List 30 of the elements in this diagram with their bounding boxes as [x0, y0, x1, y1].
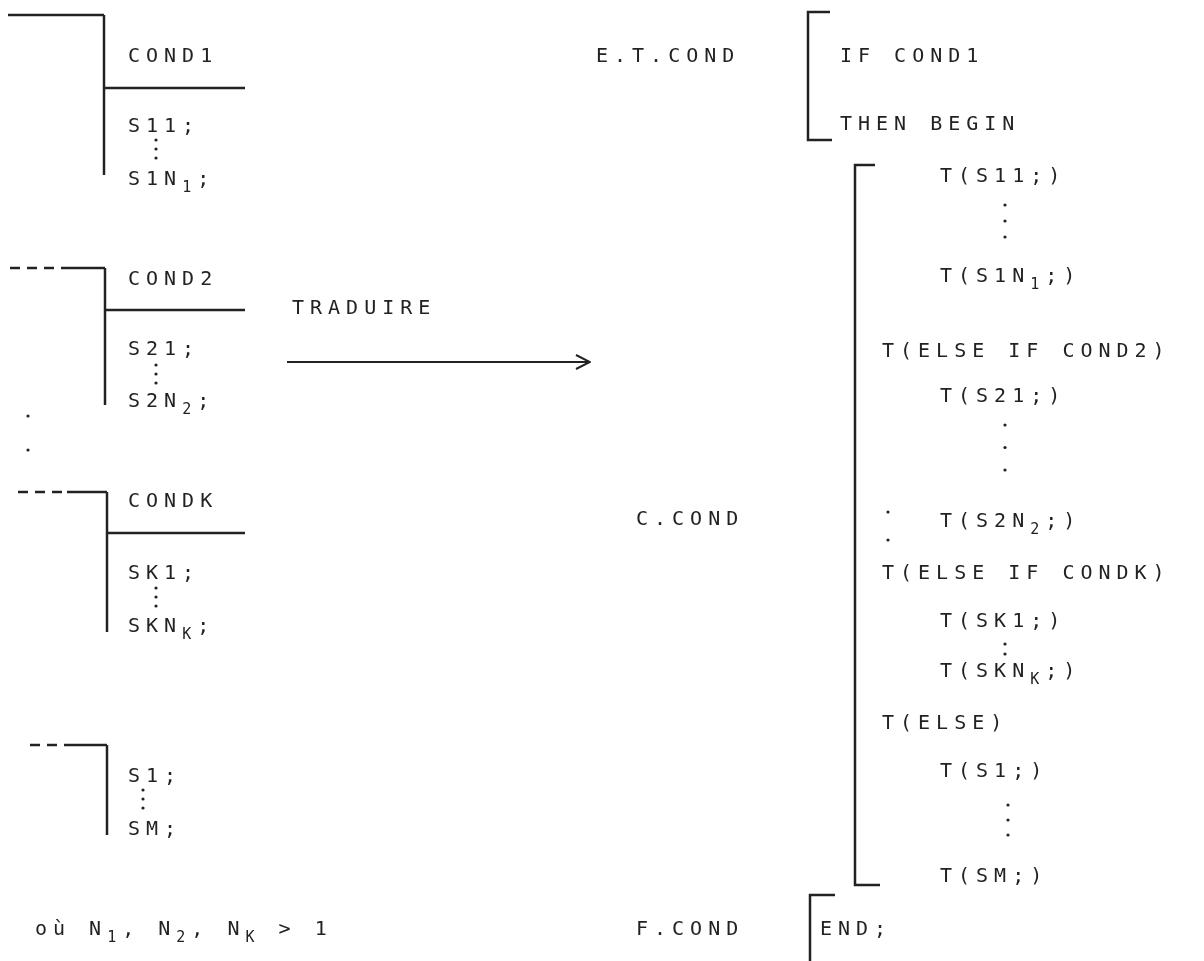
- section-label: F.COND: [636, 916, 745, 940]
- code-line: T(ELSE): [882, 710, 1009, 734]
- code-line: END;: [820, 916, 893, 940]
- statement-text: S11;: [128, 113, 201, 137]
- code-line: T(SK1;): [940, 608, 1067, 632]
- code-line: T(ELSE IF COND2): [882, 338, 1171, 362]
- code-line: T(SM;): [940, 863, 1049, 887]
- code-line: T(S11;): [940, 163, 1067, 187]
- statement-text: S1N$_{1}$;: [128, 166, 216, 190]
- code-line: THEN BEGIN: [840, 111, 1021, 135]
- code-line: T(S21;): [940, 383, 1067, 407]
- statement-text: S21;: [128, 336, 201, 360]
- condition-text: COND1: [128, 43, 219, 67]
- edge-label: TRADUIRE: [292, 295, 437, 319]
- code-line: T(SKN$_{K}$;): [940, 658, 1082, 682]
- section-label: E.T.COND: [596, 43, 741, 67]
- statement-text: SKN$_{K}$;: [128, 613, 216, 637]
- code-line: T(S2N$_{2}$;): [940, 508, 1082, 532]
- code-line: T(ELSE IF CONDK): [882, 560, 1171, 584]
- section-label: C.COND: [636, 506, 745, 530]
- statement-text: SK1;: [128, 560, 201, 584]
- note-text: où N$_{1}$, N$_{2}$, N$_{K}$ > 1: [35, 916, 333, 940]
- condition-text: CONDK: [128, 488, 219, 512]
- statement-text: S2N$_{2}$;: [128, 388, 216, 412]
- code-line: T(S1;): [940, 758, 1049, 782]
- code-line: IF COND1: [840, 43, 985, 67]
- statement-text: SM;: [128, 816, 183, 840]
- condition-text: COND2: [128, 266, 219, 290]
- code-line: T(S1N$_{1}$;): [940, 263, 1082, 287]
- statement-text: S1;: [128, 763, 183, 787]
